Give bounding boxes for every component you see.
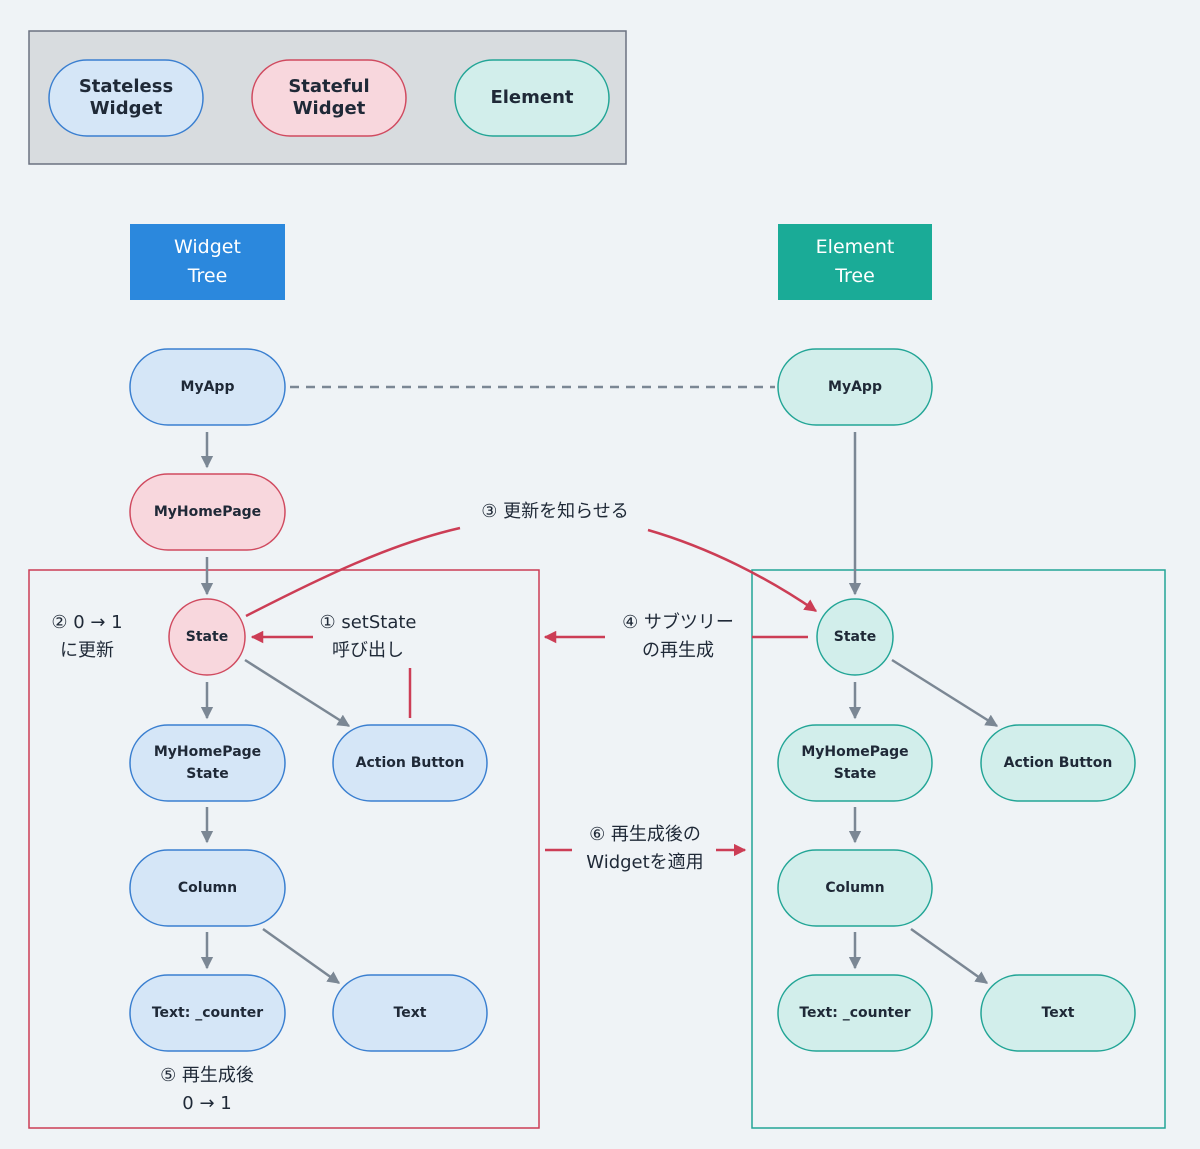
widget-node-text-counter-label: Text: _counter <box>152 1005 263 1021</box>
text-line: Widgetを適用 <box>586 852 703 873</box>
text-line: State <box>186 766 228 782</box>
text-line: MyHomePage <box>154 504 261 520</box>
widget-node-myhomepage: MyHomePage <box>129 473 286 551</box>
text-line: 0 → 1 <box>182 1093 231 1114</box>
text-line: ⑥ 再生成後の <box>589 824 701 845</box>
notify-arrow-left <box>245 526 461 618</box>
element-node-myapp: MyApp <box>777 348 933 426</box>
text-line: Column <box>178 880 237 896</box>
element-node-action-button-label: Action Button <box>1004 755 1113 771</box>
text-line: Action Button <box>356 755 465 771</box>
widget-node-myhomepage-label: MyHomePage <box>154 504 261 520</box>
widget-subtree-frame <box>28 569 540 1129</box>
text-line: Tree <box>834 265 875 287</box>
text-line: Column <box>825 880 884 896</box>
widget-node-text-counter: Text: _counter <box>129 974 286 1052</box>
text-line: State <box>186 629 228 645</box>
text-line: MyHomePage <box>154 744 261 760</box>
text-line: に更新 <box>60 640 114 661</box>
text-line: ③ 更新を知らせる <box>481 501 629 522</box>
text-line: Text <box>394 1005 427 1021</box>
arrow-column-to-text <box>262 927 341 985</box>
text-line: MyHomePage <box>801 744 908 760</box>
text-line: MyApp <box>828 379 882 395</box>
arrow-state-to-actionbutton <box>244 658 351 728</box>
text-line: Text <box>1042 1005 1075 1021</box>
annotation-step2-update: ② 0 → 1 に更新 <box>51 612 122 661</box>
arrow-elem-column-to-text <box>910 927 989 985</box>
element-node-column: Column <box>777 849 933 927</box>
element-node-column-label: Column <box>825 880 884 896</box>
text-line: Element <box>816 236 895 258</box>
widget-node-text-label: Text <box>394 1005 427 1021</box>
text-line: Element <box>490 87 573 108</box>
text-line: MyApp <box>181 379 235 395</box>
widget-node-myapp: MyApp <box>129 348 286 426</box>
text-line: Widget <box>174 236 241 258</box>
legend-element: Element <box>454 59 610 137</box>
text-line: Text: _counter <box>799 1005 910 1021</box>
element-node-text: Text <box>980 974 1136 1052</box>
widget-node-column: Column <box>129 849 286 927</box>
text-line: ② 0 → 1 <box>51 612 122 633</box>
text-line: ④ サブツリー <box>622 611 734 633</box>
widget-node-column-label: Column <box>178 880 237 896</box>
element-subtree-frame <box>751 569 1166 1129</box>
text-line: Widget <box>293 98 366 119</box>
text-line: Tree <box>187 265 228 287</box>
element-node-action-button: Action Button <box>980 724 1136 802</box>
text-line: State <box>834 629 876 645</box>
annotation-step1-setstate: ① setState 呼び出し <box>319 612 416 661</box>
widget-node-action-button: Action Button <box>332 724 488 802</box>
element-node-state-label: State <box>834 629 876 645</box>
arrow-elem-state-to-actionbutton <box>891 658 999 728</box>
text-line: Text: _counter <box>152 1005 263 1021</box>
annotation-step6-apply-widget: ⑥ 再生成後の Widgetを適用 <box>586 824 703 873</box>
process-arrows <box>245 526 818 857</box>
tree-connectors <box>200 385 999 985</box>
annotation-step3-notify: ③ 更新を知らせる <box>481 501 629 522</box>
text-line: 呼び出し <box>332 640 404 661</box>
notify-arrow-right <box>647 528 818 613</box>
text-line: ⑤ 再生成後 <box>160 1065 254 1086</box>
widget-node-action-button-label: Action Button <box>356 755 465 771</box>
text-line: Widget <box>90 98 163 119</box>
text-line: の再生成 <box>642 640 714 661</box>
legend-element-label: Element <box>490 87 573 108</box>
element-node-text-label: Text <box>1042 1005 1075 1021</box>
text-line: State <box>834 766 876 782</box>
text-line: ① setState <box>319 612 416 633</box>
annotation-step5-rebuilt: ⑤ 再生成後 0 → 1 <box>160 1065 254 1114</box>
widget-node-text: Text <box>332 974 488 1052</box>
text-line: Action Button <box>1004 755 1113 771</box>
widget-node-state: State <box>168 598 246 676</box>
element-node-text-counter-label: Text: _counter <box>799 1005 910 1021</box>
element-node-state: State <box>816 598 894 676</box>
annotation-step4-rebuild-subtree: ④ サブツリーの再生成 <box>622 611 734 661</box>
text-line: Stateless <box>79 76 173 97</box>
text-line: Stateful <box>288 76 369 97</box>
widget-node-myapp-label: MyApp <box>181 379 235 395</box>
element-node-text-counter: Text: _counter <box>777 974 933 1052</box>
element-node-myapp-label: MyApp <box>828 379 882 395</box>
widget-node-state-label: State <box>186 629 228 645</box>
